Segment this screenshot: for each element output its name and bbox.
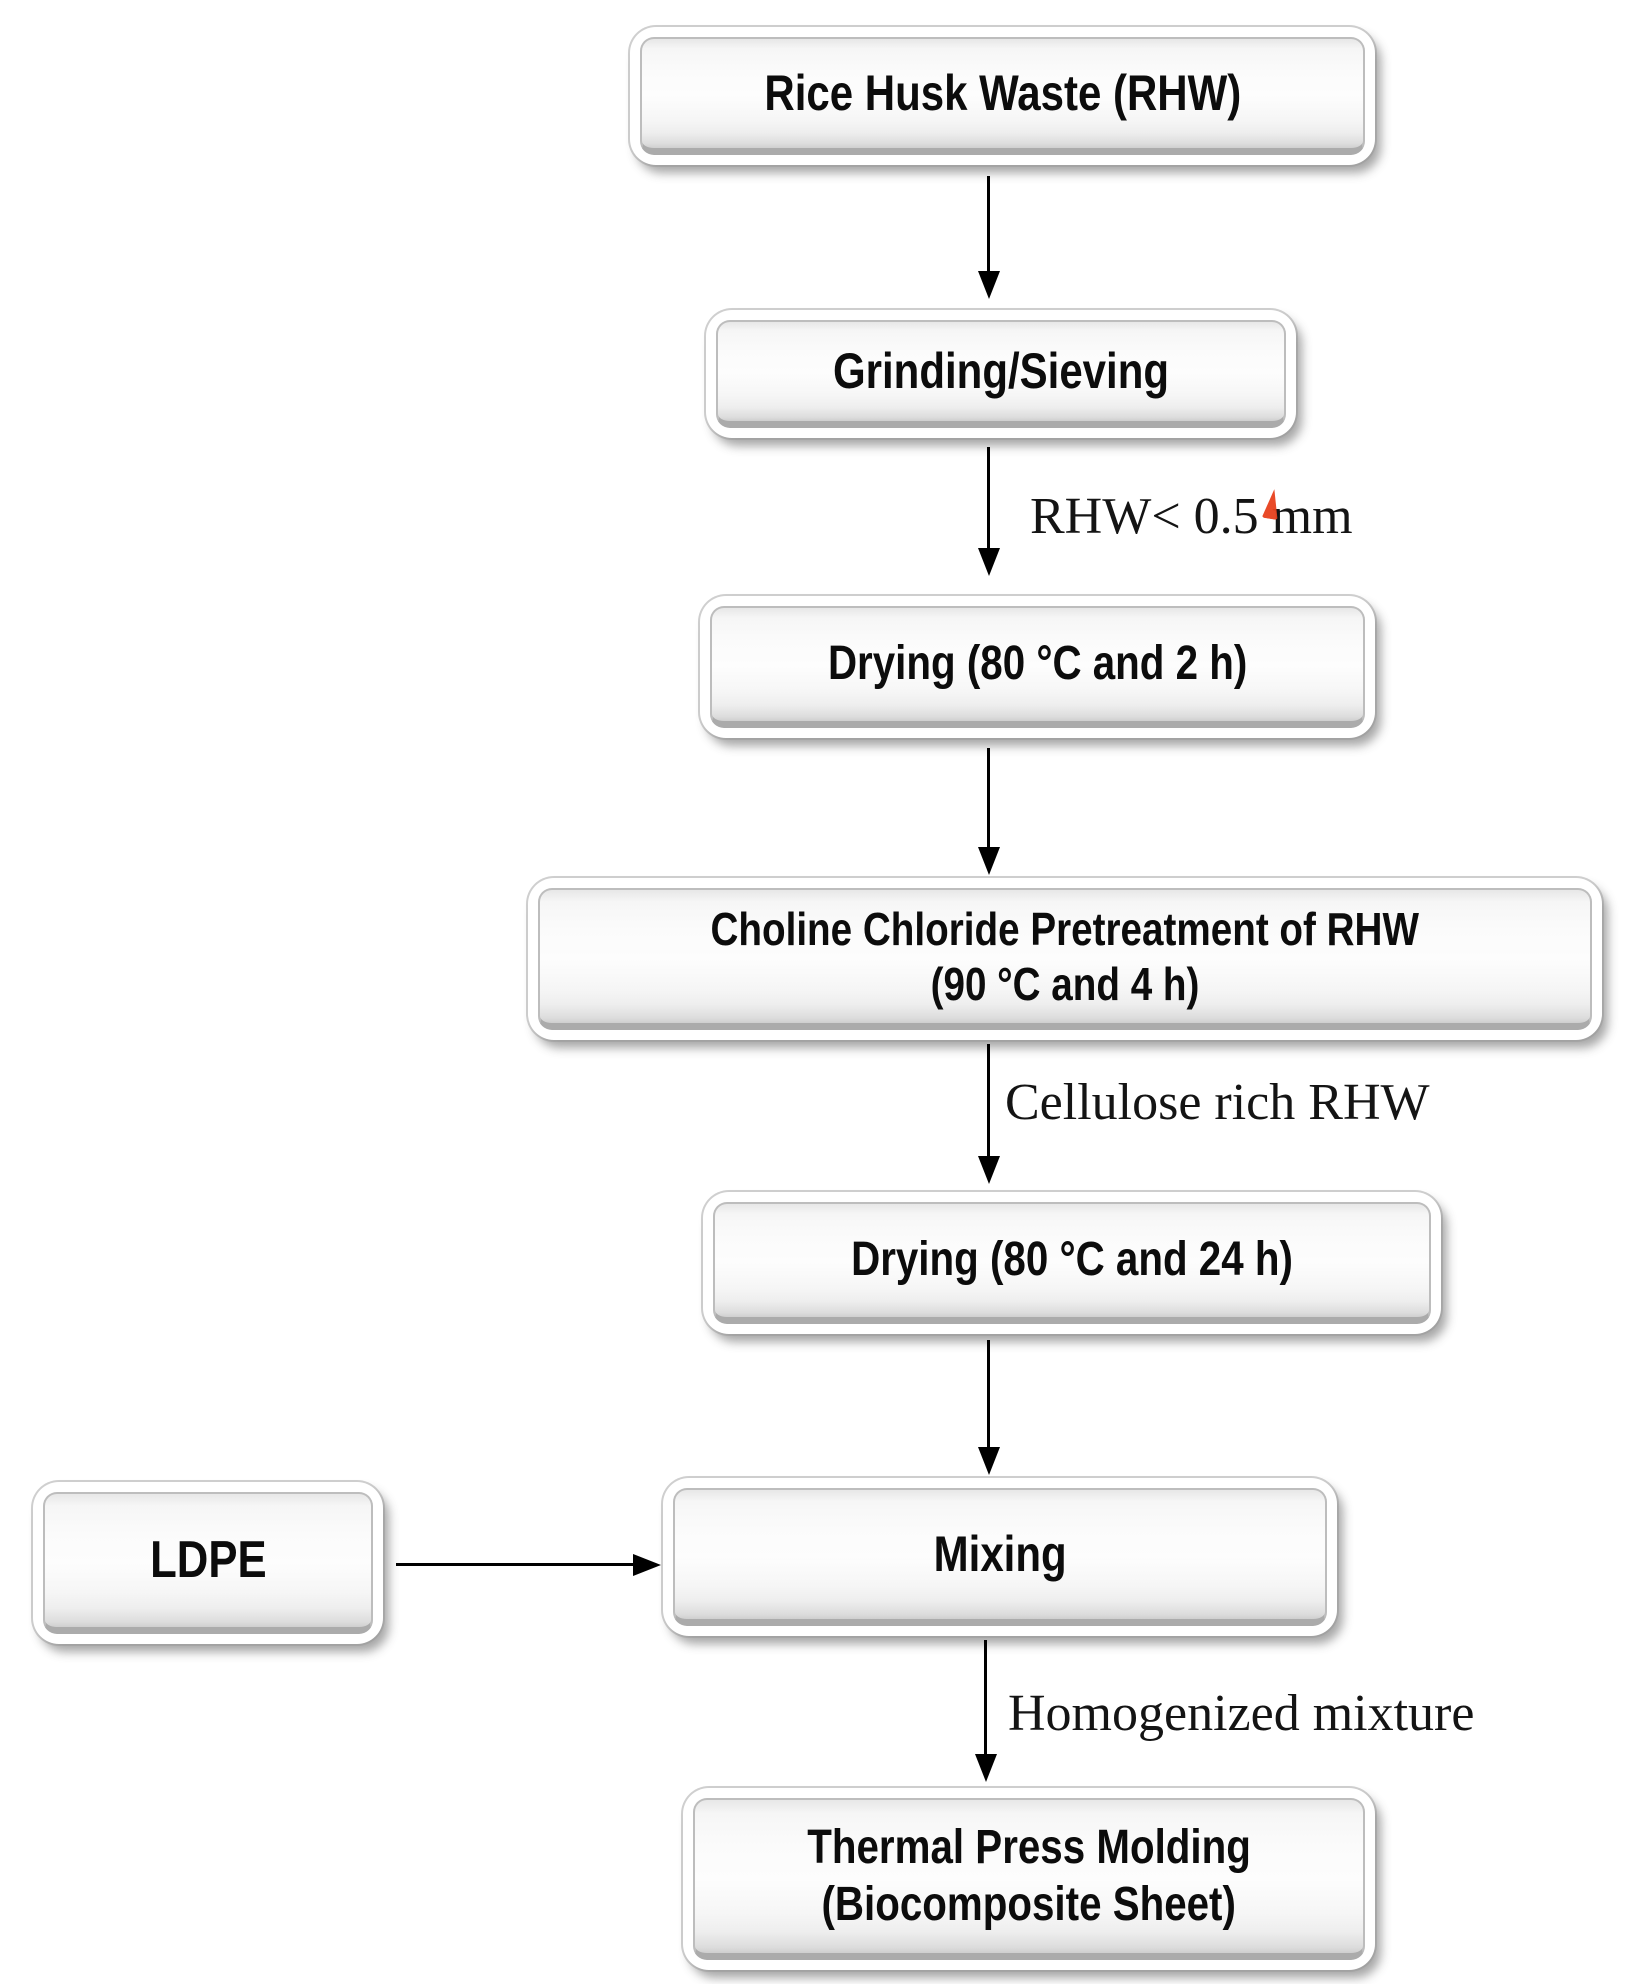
node-rice-husk-waste-inner: Rice Husk Waste (RHW) — [640, 37, 1365, 155]
arrow-ldpe-to-mixing — [396, 1563, 634, 1566]
arrow-drying-to-choline — [987, 748, 990, 848]
node-drying-24h-label: Drying (80 °C and 24 h) — [851, 1233, 1293, 1287]
edge-label-particle-size: RHW< 0.5 mm — [1030, 488, 1353, 545]
node-drying-24h-inner: Drying (80 °C and 24 h) — [713, 1202, 1431, 1324]
node-drying-24h: Drying (80 °C and 24 h) — [703, 1192, 1441, 1334]
node-thermal-press-molding-label-line1: Thermal Press Molding — [807, 1820, 1251, 1874]
node-mixing-inner: Mixing — [673, 1488, 1327, 1626]
node-rice-husk-waste-label: Rice Husk Waste (RHW) — [764, 65, 1241, 121]
node-grinding-sieving-inner: Grinding/Sieving — [716, 320, 1286, 428]
arrow-drying24-to-mixing — [987, 1340, 990, 1448]
node-ldpe-label: LDPE — [149, 1530, 267, 1589]
node-rice-husk-waste: Rice Husk Waste (RHW) — [630, 27, 1375, 165]
node-mixing-label: Mixing — [933, 1526, 1067, 1582]
node-choline-pretreatment: Choline Chloride Pretreatment of RHW (90… — [528, 878, 1602, 1040]
arrow-choline-to-drying24 — [987, 1044, 990, 1157]
node-thermal-press-molding: Thermal Press Molding (Biocomposite Shee… — [683, 1788, 1375, 1970]
node-choline-pretreatment-label-line2: (90 °C and 4 h) — [930, 957, 1200, 1010]
node-grinding-sieving-label: Grinding/Sieving — [832, 343, 1170, 399]
node-choline-pretreatment-inner: Choline Chloride Pretreatment of RHW (90… — [538, 888, 1592, 1030]
node-ldpe-inner: LDPE — [43, 1492, 373, 1634]
node-drying-2h: Drying (80 °C and 2 h) — [700, 596, 1375, 738]
arrow-grinding-to-drying — [987, 447, 990, 549]
arrow-rhw-to-grinding — [987, 176, 990, 272]
edge-label-homogenized-mixture: Homogenized mixture — [1008, 1685, 1475, 1742]
node-drying-2h-label: Drying (80 °C and 2 h) — [827, 637, 1248, 691]
node-grinding-sieving: Grinding/Sieving — [706, 310, 1296, 438]
arrow-mixing-to-thermal — [984, 1640, 987, 1755]
node-choline-pretreatment-label-line1: Choline Chloride Pretreatment of RHW — [710, 903, 1420, 956]
node-ldpe: LDPE — [33, 1482, 383, 1644]
node-drying-2h-inner: Drying (80 °C and 2 h) — [710, 606, 1365, 728]
edge-label-cellulose-rich: Cellulose rich RHW — [1005, 1074, 1430, 1131]
node-thermal-press-molding-inner: Thermal Press Molding (Biocomposite Shee… — [693, 1798, 1365, 1960]
node-mixing: Mixing — [663, 1478, 1337, 1636]
node-thermal-press-molding-label-line2: (Biocomposite Sheet) — [821, 1877, 1237, 1931]
